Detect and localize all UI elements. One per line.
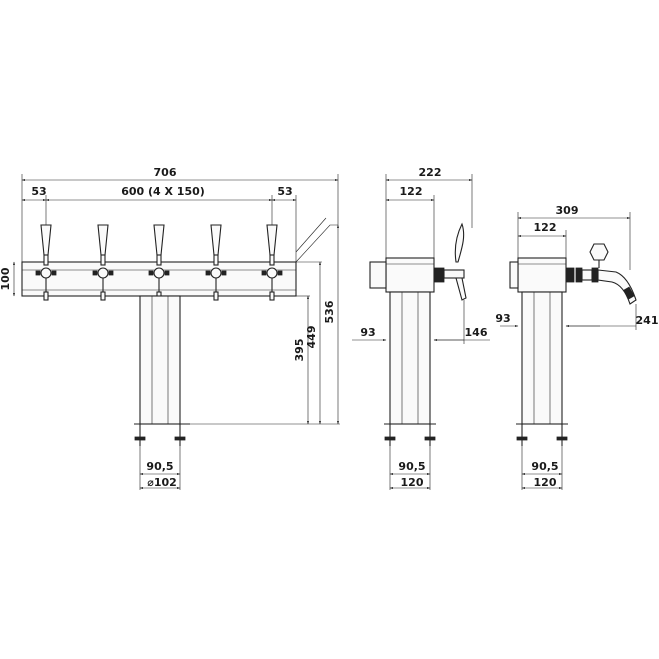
dim-tap-reach-1: 146 (465, 326, 488, 339)
dim-total-depth-1: 222 (419, 166, 442, 179)
dim-height-c: 536 (323, 300, 336, 323)
dim-tap-pitch: 600 (4 X 150) (121, 185, 205, 198)
dim-base-spacing: 90,5 (146, 460, 173, 473)
dim-base-width-1: 120 (401, 476, 424, 489)
dim-base-diameter: ⌀102 (147, 476, 177, 489)
dim-bar-depth-2: 122 (534, 221, 557, 234)
dim-rear-offset-1: 93 (360, 326, 375, 339)
dim-bar-height: 100 (0, 267, 12, 290)
dim-bar-depth-1: 122 (400, 185, 423, 198)
tap-handle-icon (35, 224, 283, 301)
dim-base-spacing-1: 90,5 (398, 460, 425, 473)
dim-left-offset: 53 (31, 185, 46, 198)
side-view-2: 309 122 93 241 (495, 204, 658, 490)
dim-right-offset: 53 (277, 185, 292, 198)
faucet-icon (565, 243, 637, 305)
dim-height-b: 449 (305, 326, 318, 349)
faucet-icon (433, 222, 467, 301)
side-view-1: 222 122 93 146 (352, 166, 490, 490)
dim-overall-width: 706 (154, 166, 177, 179)
dim-total-depth-2: 309 (556, 204, 579, 217)
dim-base-width-2: 120 (534, 476, 557, 489)
front-view: 706 53 600 (4 X 150) 53 100 (0, 166, 340, 490)
dim-rear-offset-2: 93 (495, 312, 510, 325)
dim-height-a: 395 (293, 339, 306, 362)
dim-base-spacing-2: 90,5 (531, 460, 558, 473)
dim-tap-reach-2: 241 (636, 314, 659, 327)
